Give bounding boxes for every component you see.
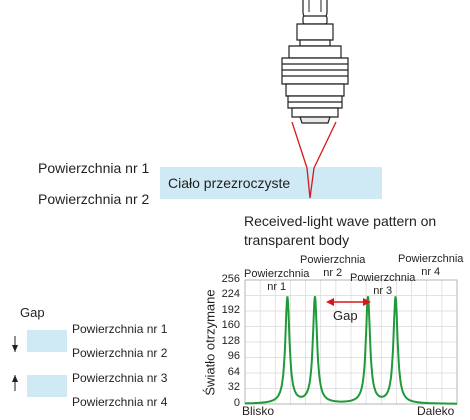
y-tick: 96: [227, 350, 240, 362]
chart-gap-annotation: Gap: [333, 308, 358, 323]
laser-beams: [291, 121, 337, 199]
y-tick: 64: [227, 366, 240, 378]
peak-label-1-line-2: nr 1: [267, 281, 287, 293]
gap-legend-shapes: [12, 330, 67, 397]
chart-grid: [245, 280, 457, 404]
graph-title-line-2: transparent body: [244, 232, 350, 248]
chart-series-line: [245, 296, 457, 405]
sensor-head-icon: [281, 15, 349, 124]
peak-label-4-line-1: Powierzchnia: [398, 253, 464, 265]
sensor-cable: [302, 0, 328, 19]
surface-2-label: Powierzchnia nr 2: [38, 191, 150, 207]
x-axis-near-label: Blisko: [242, 404, 275, 418]
y-tick: 256: [221, 273, 240, 285]
gap-legend-item-1: Powierzchnia nr 1: [72, 322, 168, 336]
peak-label-3: Powierzchnia nr 3: [350, 272, 415, 298]
peak-label-4: Powierzchnia nr 4: [398, 253, 463, 279]
gap-legend-item-4: Powierzchnia nr 4: [72, 395, 168, 409]
transparent-body-shape: [160, 167, 382, 199]
peak-label-1: Powierzchnia nr 1: [244, 268, 309, 294]
y-tick: 0: [233, 397, 240, 409]
y-tick: 32: [227, 381, 240, 393]
peak-label-4-line-2: nr 4: [421, 266, 441, 278]
graph-title-line-1: Received-light wave pattern on: [244, 213, 437, 229]
chart-frame: [244, 279, 458, 405]
peak-label-2-line-1: Powierzchnia: [300, 254, 366, 266]
transparent-body-label: Ciało przezroczyste: [168, 175, 291, 191]
peak-label-1-line-1: Powierzchnia: [244, 268, 310, 280]
y-tick: 160: [221, 319, 240, 331]
peak-label-3-line-1: Powierzchnia: [350, 272, 416, 284]
x-axis-far-label: Daleko: [417, 404, 455, 418]
gap-legend-title: Gap: [20, 305, 45, 320]
peak-label-2: Powierzchnia nr 2: [300, 254, 365, 280]
surface-1-label: Powierzchnia nr 1: [38, 160, 150, 176]
gap-arrow: [326, 298, 371, 306]
y-tick: 192: [221, 304, 240, 316]
y-tick: 128: [221, 335, 240, 347]
y-tick: 224: [221, 288, 240, 300]
peak-label-2-line-2: nr 2: [323, 267, 343, 279]
gap-legend-item-3: Powierzchnia nr 3: [72, 371, 168, 385]
peak-label-3-line-2: nr 3: [373, 285, 393, 297]
gap-legend-item-2: Powierzchnia nr 2: [72, 346, 168, 360]
